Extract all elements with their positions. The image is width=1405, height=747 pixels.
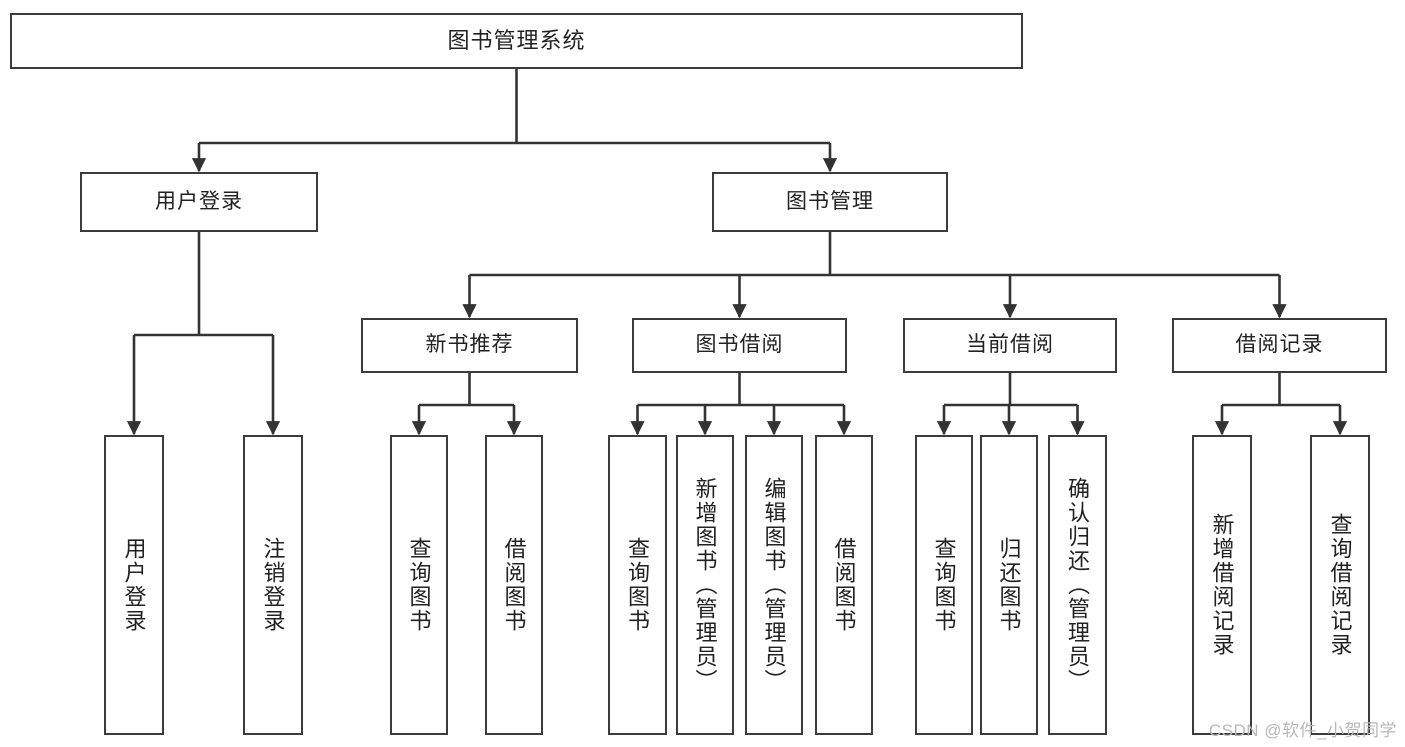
- node-new-book-rec[interactable]: 新书推荐: [361, 318, 578, 373]
- node-leaf-borrow-book-1[interactable]: 借阅图书: [485, 435, 543, 735]
- node-label: 图书借阅: [695, 333, 784, 357]
- node-leaf-borrow-book-2[interactable]: 借阅图书: [815, 435, 873, 735]
- watermark: CSDN @软件_小贺同学: [1208, 721, 1397, 740]
- node-label: 查询图书: [931, 537, 957, 633]
- node-label: 注销登录: [260, 537, 286, 633]
- node-label: 用户登录: [155, 189, 243, 213]
- node-user-login[interactable]: 用户登录: [80, 172, 318, 232]
- node-leaf-query-record[interactable]: 查询借阅记录: [1310, 435, 1370, 735]
- node-label: 查询借阅记录: [1327, 513, 1353, 657]
- node-label: 确认归还（管理员）: [1065, 477, 1091, 693]
- node-label: 图书管理系统: [447, 28, 586, 54]
- node-leaf-query-book-1[interactable]: 查询图书: [390, 435, 448, 735]
- node-book-borrow[interactable]: 图书借阅: [632, 318, 847, 373]
- node-leaf-add-book[interactable]: 新增图书（管理员）: [676, 435, 734, 735]
- node-label: 借阅图书: [501, 537, 527, 633]
- node-label: 借阅图书: [831, 537, 857, 633]
- node-leaf-confirm-return[interactable]: 确认归还（管理员）: [1048, 435, 1107, 735]
- node-book-manage[interactable]: 图书管理: [712, 172, 948, 232]
- node-label: 新增借阅记录: [1209, 513, 1235, 657]
- node-label: 编辑图书（管理员）: [761, 477, 787, 693]
- node-label: 借阅记录: [1235, 333, 1324, 357]
- node-borrow-record[interactable]: 借阅记录: [1172, 318, 1387, 373]
- node-label: 新增图书（管理员）: [692, 477, 718, 693]
- node-label: 归还图书: [996, 537, 1022, 633]
- node-leaf-edit-book[interactable]: 编辑图书（管理员）: [745, 435, 803, 735]
- node-leaf-user-login[interactable]: 用户登录: [104, 435, 164, 735]
- node-label: 图书管理: [786, 189, 874, 213]
- node-label: 用户登录: [121, 537, 147, 633]
- node-root[interactable]: 图书管理系统: [10, 13, 1023, 69]
- node-label: 当前借阅: [966, 333, 1054, 357]
- node-leaf-add-record[interactable]: 新增借阅记录: [1192, 435, 1252, 735]
- node-current-borrow[interactable]: 当前借阅: [903, 318, 1117, 373]
- node-leaf-return-book[interactable]: 归还图书: [980, 435, 1038, 735]
- node-leaf-query-book-2[interactable]: 查询图书: [608, 435, 667, 735]
- node-leaf-query-book-3[interactable]: 查询图书: [915, 435, 973, 735]
- node-leaf-logout[interactable]: 注销登录: [243, 435, 303, 735]
- node-label: 查询图书: [406, 537, 432, 633]
- node-label: 查询图书: [625, 537, 651, 633]
- node-label: 新书推荐: [425, 333, 514, 357]
